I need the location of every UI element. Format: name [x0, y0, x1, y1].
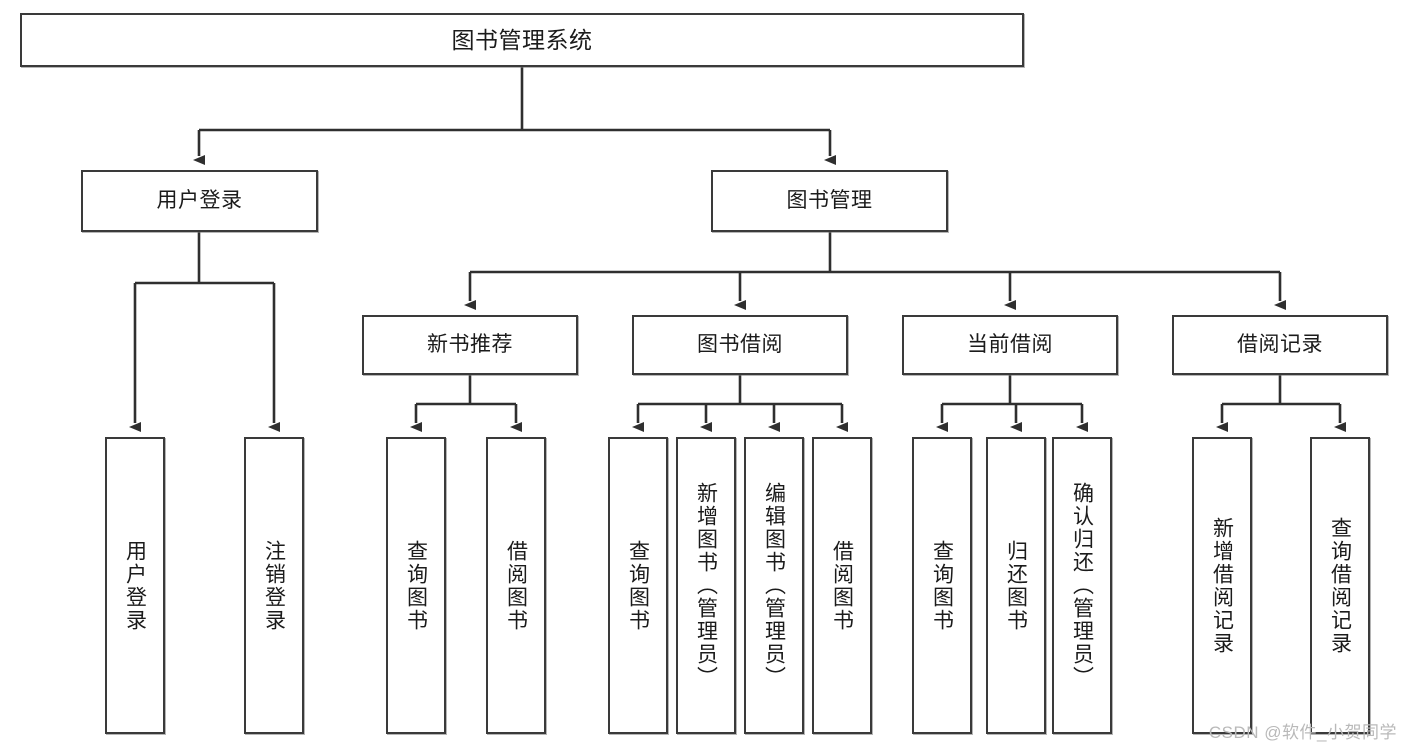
node-leaf-query-record[interactable]: 查询借阅记录 — [1310, 437, 1370, 734]
node-label: 图书管理 — [786, 188, 873, 212]
node-leaf-user-login[interactable]: 用户登录 — [105, 437, 165, 734]
node-label: 查询图书 — [404, 539, 428, 632]
node-label: 用户登录 — [156, 188, 243, 212]
node-label: 图书管理系统 — [451, 26, 593, 53]
node-book-manage[interactable]: 图书管理 — [711, 170, 948, 232]
node-label: 新增借阅记录 — [1210, 516, 1234, 655]
node-new-book-recommend[interactable]: 新书推荐 — [362, 315, 578, 375]
node-leaf-add-record[interactable]: 新增借阅记录 — [1192, 437, 1252, 734]
node-label: 借阅记录 — [1237, 332, 1323, 356]
node-leaf-user-logout[interactable]: 注销登录 — [244, 437, 304, 734]
node-label: 查询图书 — [626, 539, 650, 632]
node-leaf-borrow-book-2[interactable]: 借阅图书 — [812, 437, 872, 734]
node-current-borrow[interactable]: 当前借阅 — [902, 315, 1118, 375]
node-label: 新增图书（管理员） — [694, 482, 718, 689]
node-root-system[interactable]: 图书管理系统 — [20, 13, 1024, 67]
node-leaf-confirm-return[interactable]: 确认归还（管理员） — [1052, 437, 1112, 734]
node-book-borrow[interactable]: 图书借阅 — [632, 315, 848, 375]
node-leaf-query-book-2[interactable]: 查询图书 — [608, 437, 668, 734]
node-label: 当前借阅 — [967, 332, 1053, 356]
node-label: 编辑图书（管理员） — [762, 482, 786, 689]
node-label: 归还图书 — [1004, 539, 1028, 632]
node-leaf-return-book[interactable]: 归还图书 — [986, 437, 1046, 734]
node-borrow-record[interactable]: 借阅记录 — [1172, 315, 1388, 375]
node-leaf-query-book-3[interactable]: 查询图书 — [912, 437, 972, 734]
node-label: 注销登录 — [262, 539, 286, 632]
node-user-login[interactable]: 用户登录 — [81, 170, 318, 232]
watermark-text: CSDN @软件_小贺同学 — [1208, 723, 1397, 742]
node-label: 查询图书 — [930, 539, 954, 632]
node-leaf-add-book[interactable]: 新增图书（管理员） — [676, 437, 736, 734]
node-label: 借阅图书 — [504, 539, 528, 632]
node-label: 确认归还（管理员） — [1070, 482, 1094, 689]
node-label: 图书借阅 — [697, 332, 783, 356]
node-label: 新书推荐 — [427, 332, 513, 356]
node-label: 借阅图书 — [830, 539, 854, 632]
node-label: 查询借阅记录 — [1328, 516, 1352, 655]
node-leaf-borrow-book-1[interactable]: 借阅图书 — [486, 437, 546, 734]
node-leaf-query-book-1[interactable]: 查询图书 — [386, 437, 446, 734]
node-label: 用户登录 — [123, 539, 147, 632]
node-leaf-edit-book[interactable]: 编辑图书（管理员） — [744, 437, 804, 734]
